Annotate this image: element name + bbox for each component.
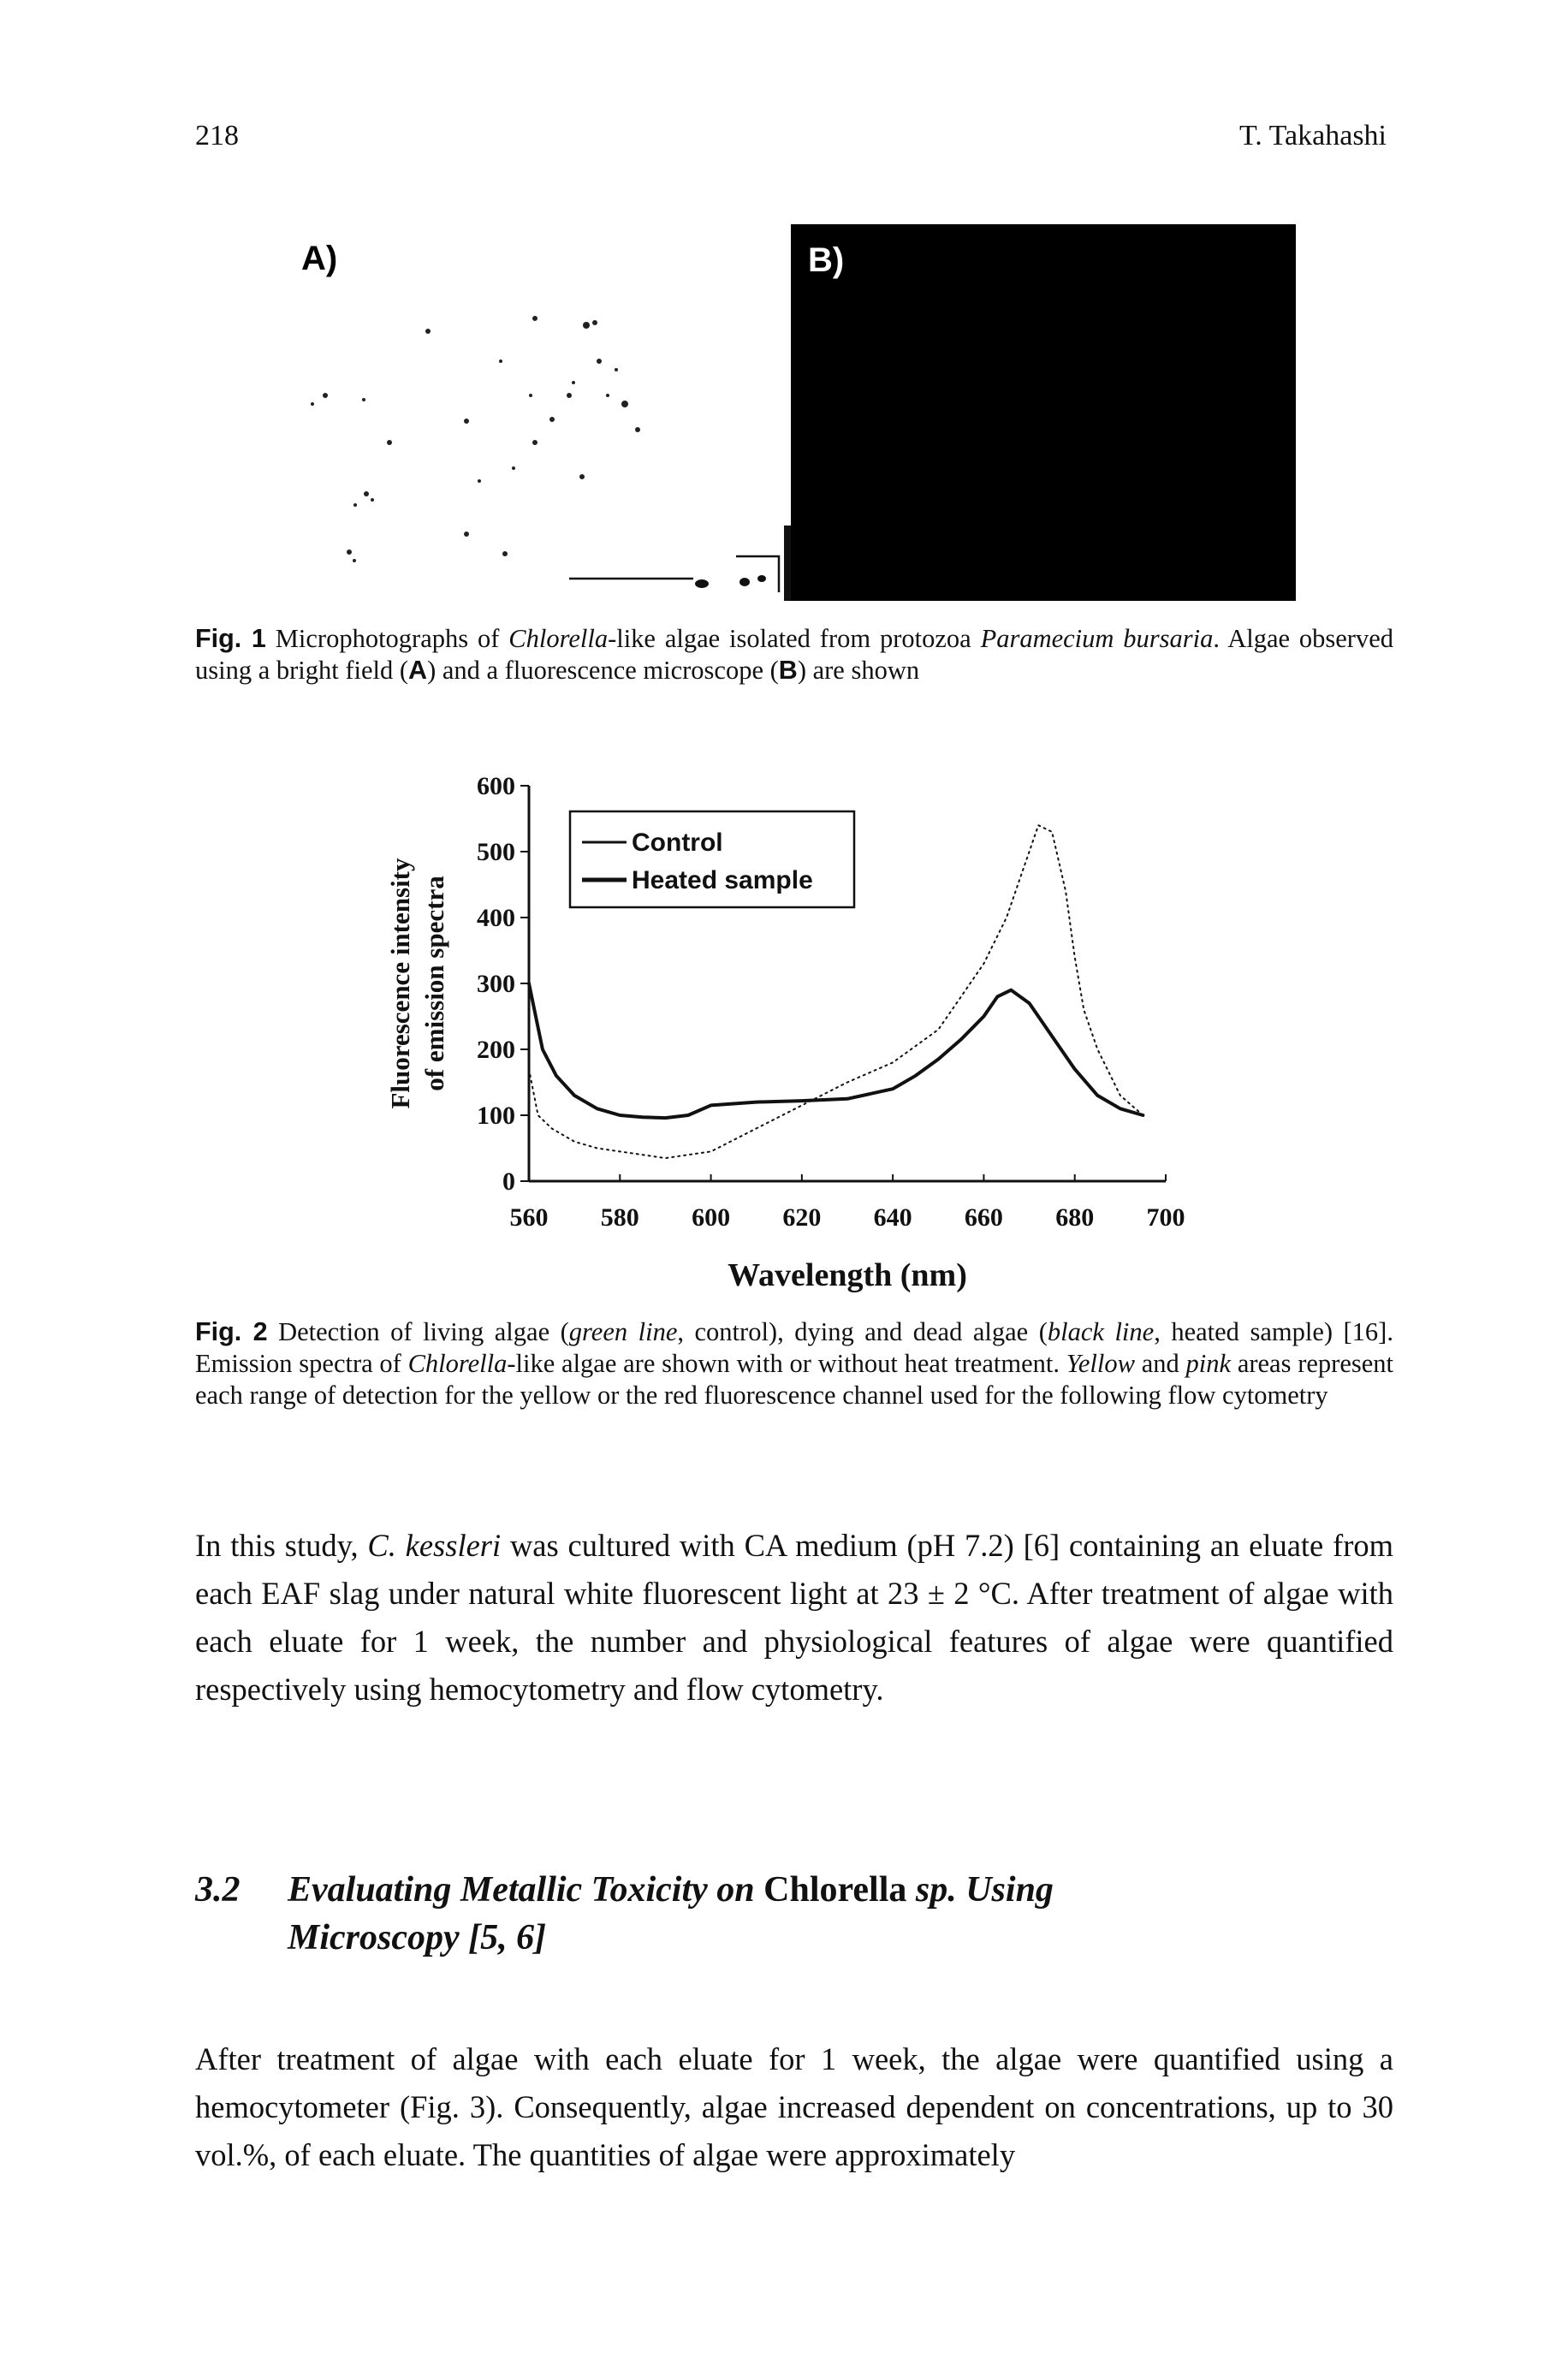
y-tick-label: 500	[477, 838, 515, 866]
section-heading-line1: 3.2 Evaluating Metallic Toxicity on Chlor…	[195, 1866, 1393, 1914]
section-heading: 3.2 Evaluating Metallic Toxicity on Chlor…	[195, 1866, 1393, 1962]
caption-host: Paramecium bursaria	[980, 624, 1214, 653]
x-tick-label: 640	[874, 1203, 912, 1232]
caption-text: . Algae observed using a bright field (	[195, 624, 1393, 685]
x-axis-title: Wavelength (nm)	[728, 1257, 967, 1293]
series-line-heated-sample	[527, 982, 1145, 1120]
section-title-genus: Chlorella	[763, 1870, 907, 1910]
caption-text: ) and a fluorescence microscope (	[427, 656, 779, 685]
caption-black-line: black line	[1047, 1317, 1155, 1346]
caption-species: Chlorella	[508, 624, 609, 653]
section-title-text: sp. Using	[906, 1870, 1054, 1910]
section-number: 3.2	[195, 1870, 241, 1910]
caption-text: ) are shown	[797, 656, 920, 685]
y-tick-label: 400	[477, 904, 515, 932]
figure2-caption-label: Fig. 2	[195, 1317, 268, 1346]
x-tick-label: 580	[601, 1203, 639, 1232]
caption-text: Detection of living algae (	[267, 1317, 569, 1346]
caption-ref-b: B	[778, 656, 798, 685]
bright-field-micrograph	[311, 316, 791, 601]
legend-label: Heated sample	[632, 866, 813, 894]
body-paragraph-1: In this study, C. kessleri was cultured …	[195, 1522, 1393, 1714]
caption-pink: pink	[1185, 1349, 1232, 1378]
caption-species: Chlorella	[407, 1349, 508, 1378]
x-tick-label: 620	[782, 1203, 821, 1232]
x-tick-label: 600	[692, 1203, 730, 1232]
paragraph-text: In this study,	[195, 1528, 368, 1563]
legend-box	[568, 810, 856, 909]
x-axis-ticks: 560 580 600 620 640 660 680 700	[510, 1174, 1185, 1232]
panel-b-label: B)	[808, 241, 845, 279]
y-tick-label: 200	[477, 1036, 515, 1064]
chart-series	[527, 824, 1145, 1160]
x-tick-label: 700	[1147, 1203, 1185, 1232]
x-tick-label: 660	[965, 1203, 1003, 1232]
x-tick-label: 560	[510, 1203, 549, 1232]
caption-green-line: green line	[568, 1317, 678, 1346]
caption-text: -like algae are shown with or without he…	[507, 1349, 1066, 1378]
caption-text: Microphotographs of	[265, 624, 509, 653]
caption-text: , heated sample) [16]. Emission spectra …	[195, 1317, 1393, 1378]
paragraph-species: C. kessleri	[367, 1528, 502, 1563]
figure2-caption: Fig. 2 Detection of living algae (green …	[195, 1316, 1393, 1411]
figure1-panel-a: A)	[282, 224, 791, 601]
caption-text: , control), dying and dead algae (	[677, 1317, 1048, 1346]
caption-ref-a: A	[408, 656, 428, 685]
y-tick-label: 0	[502, 1167, 515, 1196]
y-axis-title-line: of emission spectra	[419, 876, 449, 1091]
y-tick-label: 300	[477, 970, 515, 998]
caption-yellow: Yellow	[1066, 1349, 1135, 1378]
panel-a-label: A)	[301, 240, 338, 277]
caption-text: -like algae isolated from protozoa	[608, 624, 981, 653]
series-line-control	[528, 824, 1144, 1160]
y-tick-label: 100	[477, 1102, 515, 1130]
figure1-caption-label: Fig. 1	[195, 624, 266, 653]
figure1-caption: Fig. 1 Microphotographs of Chlorella-lik…	[195, 623, 1393, 686]
y-axis-title-line: Fluorescence intensity	[385, 858, 415, 1109]
paragraph-text: was cultured with CA medium (pH 7.2) [6]…	[195, 1528, 1393, 1707]
figure1-panel-b: B)	[791, 224, 1296, 601]
section-title-text: Evaluating Metallic Toxicity on	[288, 1870, 764, 1910]
caption-text: and	[1134, 1349, 1186, 1378]
page-number: 218	[195, 120, 239, 151]
legend-label: Control	[632, 829, 723, 857]
x-tick-label: 680	[1055, 1203, 1094, 1232]
section-heading-line2: Microscopy [5, 6]	[288, 1918, 547, 1957]
running-author: T. Takahashi	[1239, 120, 1387, 151]
caption-text: areas represent each range of detection …	[195, 1349, 1393, 1410]
y-tick-label: 600	[477, 772, 515, 800]
body-paragraph-2: After treatment of algae with each eluat…	[195, 2041, 1393, 2172]
y-axis-ticks: 0 100 200 300 400 500 600	[477, 772, 529, 1196]
